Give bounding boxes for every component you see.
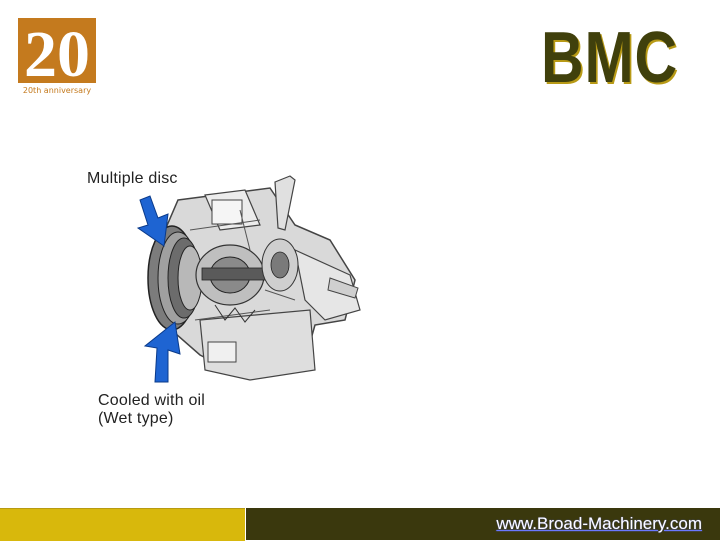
website-link[interactable]: www.Broad-Machinery.com [496, 514, 702, 533]
footer-main: www.Broad-Machinery.com [246, 508, 720, 540]
logo-caption: 20th anniversary [23, 86, 92, 95]
multiple-disc-label: Multiple disc [87, 170, 178, 187]
wet-brake-diagram [120, 170, 370, 395]
cooling-label-line1: Cooled with oil [98, 392, 206, 409]
footer-accent [0, 508, 245, 541]
cooling-label-line2: (Wet type) [98, 410, 174, 427]
footer-bar: www.Broad-Machinery.com [0, 508, 720, 541]
arrow-top-icon [136, 195, 169, 247]
cooling-label: Cooled with oil (Wet type) [98, 392, 205, 428]
arrow-bottom-icon [143, 321, 181, 383]
logo-number: 20 [24, 18, 90, 91]
brand-title: BMC [541, 18, 678, 98]
anniversary-badge-icon: 20 20th anniversary [18, 18, 96, 96]
anniversary-logo: 20 20th anniversary [18, 18, 96, 96]
